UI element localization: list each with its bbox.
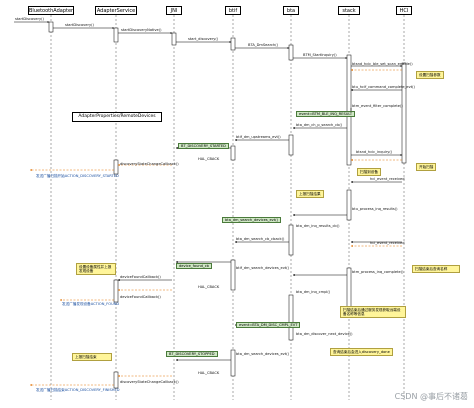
msg-inq-results-cb: bta_dm_inq_results_cb() xyxy=(296,224,340,228)
note-set-scan-params: 设置扫描参数 xyxy=(416,71,444,80)
note-device-scanned: 扫描到设备 xyxy=(357,168,381,177)
msg-inq-cmpl: bta_dm_inq_cmpl() xyxy=(296,290,331,294)
msg-search-devices-evt: btif_dm_search_devices_evt() xyxy=(236,266,290,270)
msg-device-found-callback-1: deviceFoundCallback() xyxy=(120,275,161,279)
section-title: AdapterProperties/RemoteDevices xyxy=(72,112,162,122)
msg-set-scan-enable: btsnd_hcic_ble_set_scan_enable() xyxy=(352,62,413,66)
broadcast-action-found: 发送广播发现设备ACTION_FOUND xyxy=(62,302,120,306)
msg-btm-start-inquiry: BTM_StartInquiry() xyxy=(303,53,337,57)
lifeline-btif: btif xyxy=(225,6,241,15)
lifeline-stack: stack xyxy=(338,6,360,15)
lifeline-bluetoothadapter: BluetoothAdapter xyxy=(28,6,74,15)
msg-search-devices-evt-2: bta_dm_search_devices_evt() xyxy=(236,352,290,356)
broadcast-discovery-finished: 发送广播扫描结束ACTION_DISCOVERY_FINISHED xyxy=(36,388,120,392)
note-device-found-cb: device_found_cb xyxy=(176,263,212,269)
msg-start-discovery-native: startDiscoveryNative() xyxy=(121,28,162,32)
msg-search-cb: bta_dm_ch_p_search_cb() xyxy=(296,123,343,127)
msg-hal-cback-3: HAL_CBACK xyxy=(198,371,220,375)
msg-device-found-callback-2: deviceFoundCallback() xyxy=(120,295,161,299)
msg-start-discovery-service: startDiscovery() xyxy=(65,23,94,27)
note-ble-inq-result: event=BTM_BLE_INQ_RESULT xyxy=(296,111,356,117)
msg-event-filter-complete: btm_event_filter_complete() xyxy=(352,104,403,108)
msg-bta-dm-search: BTA_DmSearch() xyxy=(248,43,279,47)
msg-command-complete: btu_hcif_command_complete_evt() xyxy=(352,85,415,89)
note-query-name: 扫描结束后查询名称 xyxy=(412,265,460,274)
msg-start-discovery-btif: start_discovery() xyxy=(188,37,219,41)
note-start-scan: 开始扫描 xyxy=(416,163,437,172)
lifeline-jni: JNI xyxy=(166,6,182,15)
msg-hal-cback-1: HAL_CBACK xyxy=(198,157,220,161)
note-disc-cmpl-evt: event=BTA_DM_DISC_CMPL_EVT xyxy=(236,322,301,328)
note-discovery-stopped: BT_DISCOVERY_STOPPED xyxy=(166,351,218,357)
msg-hci-event-received-1: hci_event_received xyxy=(370,177,405,181)
note-report-scan-results: 上报扫描结果 xyxy=(296,190,324,199)
msg-discovery-state-change-2: discoveryStateChangeCallback() xyxy=(120,380,179,384)
lifeline-adapterservice: AdapterService xyxy=(95,6,137,15)
msg-hcic-inquiry: btsnd_hcic_inquiry() xyxy=(356,150,393,154)
watermark: CSDN @事后不诸葛 xyxy=(394,392,468,401)
msg-process-inq-complete: btm_process_inq_complete() xyxy=(352,270,404,274)
note-search-devices-evt: bta_dm_search_devices_evt() xyxy=(222,217,282,223)
note-discovery-started: BT_DISCOVERY_STARTED xyxy=(178,143,229,149)
note-report-scan-end: 上报扫描结束 xyxy=(72,353,112,362)
msg-process-inq-results: btu_process_inq_results() xyxy=(352,207,398,211)
msg-hal-cback-2: HAL_CBACK xyxy=(198,285,220,289)
msg-hci-event-received-2: hci_event_received xyxy=(370,241,405,245)
msg-start-discovery-app: startDiscovery() xyxy=(15,17,44,21)
lifeline-bta: bta xyxy=(283,6,299,15)
note-set-device-props: 设置设备属性并上报发现设备 xyxy=(76,263,116,276)
note-service-discovery: 扫描结束后通过服务发现获取远端设备名称等信息 xyxy=(340,306,406,319)
note-discovery-done: 查询结束后会进入discovery_done xyxy=(330,348,393,357)
broadcast-discovery-started: 发送广播扫描开始ACTION_DISCOVERY_STARTED xyxy=(36,174,119,178)
lifeline-hci: HCI xyxy=(396,6,412,15)
msg-upstreams-evt: btif_dm_upstreams_evt() xyxy=(236,135,281,139)
msg-discovery-state-change-1: discoveryStateChangeCallback() xyxy=(120,162,179,166)
msg-discover-next-device: bta_dm_discover_next_device() xyxy=(296,332,353,336)
msg-search-cb-cback: bta_dm_search_cb_cback() xyxy=(236,237,285,241)
